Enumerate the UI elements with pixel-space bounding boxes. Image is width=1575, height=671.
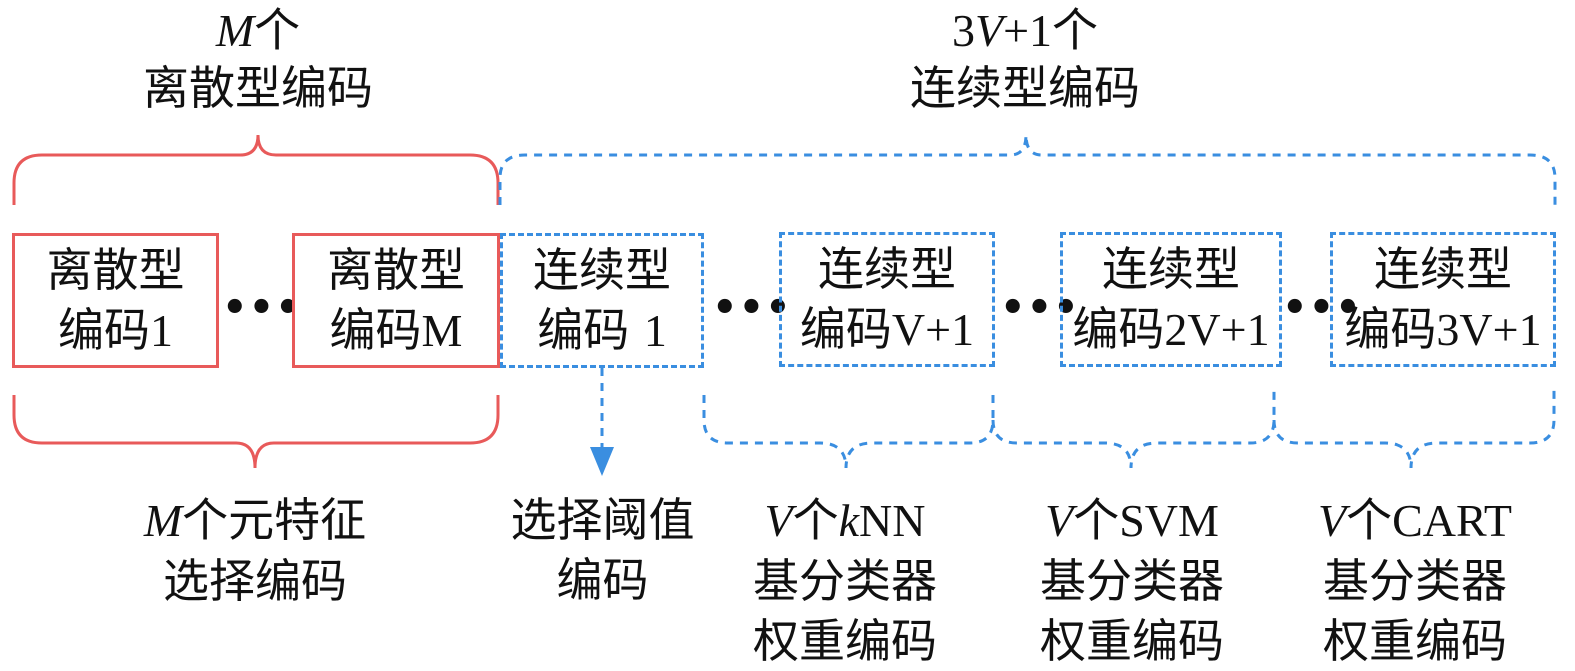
ellipsis-1: ••• — [222, 285, 302, 331]
ellipsis-3: ••• — [1000, 285, 1080, 331]
box-line2: 编码V+1 — [799, 302, 975, 356]
svm-label: V个SVM 基分类器 权重编码 — [1040, 493, 1224, 668]
continuous-code-box-v1: 连续型 编码V+1 — [779, 232, 995, 367]
threshold-arrow-head — [590, 447, 614, 476]
discrete-top-brace — [12, 134, 500, 205]
discrete-code-box-m: 离散型 编码M — [292, 233, 500, 368]
box-line1: 连续型 — [533, 243, 671, 297]
box-line2: 编码3V+1 — [1344, 302, 1542, 356]
continuous-code-box-1: 连续型 编码 1 — [500, 233, 704, 368]
continuous-title-label: 连续型编码 — [910, 61, 1140, 115]
box-line1: 离散型 — [327, 243, 465, 297]
discrete-title-label: 离散型编码 — [143, 61, 373, 115]
box-line2: 编码 1 — [537, 303, 667, 357]
continuous-count-label: 3V+1个 — [951, 5, 1099, 56]
box-line1: 连续型 — [818, 242, 956, 296]
box-line2: 编码2V+1 — [1072, 302, 1270, 356]
discrete-bottom-brace — [12, 395, 500, 469]
cart-label: V个CART 基分类器 权重编码 — [1317, 493, 1513, 668]
continuous-top-brace — [498, 134, 1557, 205]
svm-bottom-brace — [991, 390, 1276, 469]
box-line2: 编码1 — [58, 303, 173, 357]
continuous-code-box-3v1: 连续型 编码3V+1 — [1330, 232, 1556, 367]
box-line1: 连续型 — [1374, 242, 1512, 296]
knn-bottom-brace — [702, 390, 995, 469]
box-line1: 离散型 — [46, 243, 185, 297]
discrete-count-label: M个 — [215, 3, 301, 57]
ellipsis-4: ••• — [1282, 285, 1362, 331]
box-line1: 连续型 — [1102, 242, 1240, 296]
discrete-code-box-1: 离散型 编码1 — [12, 233, 219, 368]
meta-feature-label: M个元特征 选择编码 — [143, 493, 367, 608]
box-line2: 编码M — [329, 303, 463, 357]
ellipsis-2: ••• — [712, 285, 792, 331]
threshold-label: 选择阈值 编码 — [510, 493, 695, 607]
knn-label: V个kNN 基分类器 权重编码 — [753, 493, 937, 668]
continuous-code-box-2v1: 连续型 编码2V+1 — [1060, 232, 1282, 367]
cart-bottom-brace — [1272, 390, 1556, 469]
